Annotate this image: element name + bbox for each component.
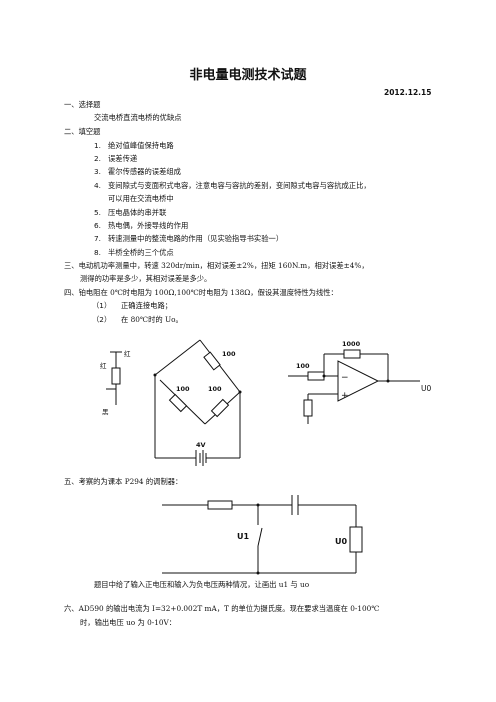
item-text: 误差传递 (108, 154, 138, 163)
item-text: 半桥全桥的三个优点 (108, 248, 174, 257)
resistor-label: 1000 (342, 340, 361, 348)
node-dot (256, 503, 260, 507)
pt-resistor (111, 367, 121, 385)
item-text: 热电偶，外接导线的作用 (108, 221, 189, 230)
svg-text:−: − (341, 373, 349, 383)
item-text-continued: 可以用在交流电桥中 (108, 194, 174, 203)
sub-text: 正确连接电路； (121, 301, 173, 310)
item-number: 7. (94, 234, 101, 243)
sub-number: （1） (92, 301, 112, 310)
lead-label: 红 (124, 349, 131, 358)
opamp-triangle (337, 360, 380, 402)
section-3-line: 测得的功率是多少，其相对误差是多少。 (80, 274, 212, 283)
section-6-line: 时，输出电压 uo 为 0-10V： (80, 618, 177, 627)
modulator-circuit (162, 495, 363, 574)
wheatstone-bridge (154, 339, 241, 466)
lead-label: 黑 (102, 408, 109, 416)
item-number: 6. (94, 221, 101, 230)
item-number: 2. (94, 154, 101, 163)
item-text: 转速测量中的整流电路的作用（见实验指导书实验一） (108, 234, 284, 243)
item-number: 4. (94, 181, 101, 190)
section-2-heading: 二、填空题 (64, 127, 101, 136)
opamp-circuit: − + (288, 349, 420, 424)
lead-label: 红 (100, 361, 107, 370)
series-resistor (207, 500, 233, 510)
section-3-heading: 三、电动机功率测量中，转速 320dr/min，相对误差±2%，扭矩 160N.… (64, 261, 369, 270)
exam-date: 2012.12.15 (384, 88, 432, 97)
pt-resistor-circuit (106, 351, 122, 405)
resistor-label: 100 (296, 362, 310, 370)
bridge-resistor-top (203, 351, 221, 371)
switch (257, 527, 263, 547)
sub-number: （2） (92, 315, 112, 324)
input-label: U1 (237, 532, 249, 541)
svg-text:+: + (341, 391, 349, 401)
section-1-heading: 一、选择题 (64, 100, 101, 109)
node-dot (386, 379, 390, 383)
item-text: 绝对值峰值保持电路 (108, 141, 174, 150)
item-number: 5. (94, 208, 101, 217)
item-text: 压电晶体的串并联 (108, 208, 167, 217)
section-5-heading: 五、考察的为课本 P294 的调制器： (64, 477, 183, 486)
source-label: 4V (196, 441, 206, 449)
feedback-resistor (343, 349, 361, 359)
bridge-resistor-right (210, 398, 230, 418)
sub-text: 在 80℃时的 Uo。 (121, 315, 183, 324)
item-number: 3. (94, 167, 101, 176)
page-title: 非电量电测技术试题 (189, 68, 307, 83)
item-number: 8. (94, 248, 101, 257)
section-5-line: 题目中给了输入正电压和输入为负电压两种情况，让画出 u1 与 uo (94, 580, 310, 589)
output-label: U0 (335, 537, 347, 546)
section-6-heading: 六、AD590 的输出电流为 I=32+0.002T mA，T 的单位为摄氏度。… (64, 604, 380, 613)
node-dot (238, 390, 242, 394)
node-dot (153, 373, 157, 377)
load-resistor (349, 526, 363, 553)
section-4-heading: 四、铂电阻在 0℃时电阻为 100Ω,100℃时电阻为 138Ω，假设其温度特性… (64, 288, 338, 297)
output-label: U0 (421, 384, 431, 393)
item-number: 1. (94, 141, 101, 150)
bridge-resistor-left (168, 393, 188, 413)
item-text: 变间隙式与变面积式电容，注意电容与容抗的差别，变间隙式电容与容抗成正比， (108, 181, 371, 190)
resistor-label: 100 (222, 350, 236, 358)
node-dot (256, 571, 260, 575)
ground-resistor (303, 399, 313, 417)
item-text: 霍尔传感器的误差组成 (108, 167, 181, 176)
resistor-label: 100 (176, 385, 190, 393)
node-dot (322, 374, 326, 378)
input-resistor (307, 371, 325, 381)
section-1-line: 交流电桥直流电桥的优缺点 (94, 113, 182, 122)
resistor-label: 100 (208, 385, 222, 393)
